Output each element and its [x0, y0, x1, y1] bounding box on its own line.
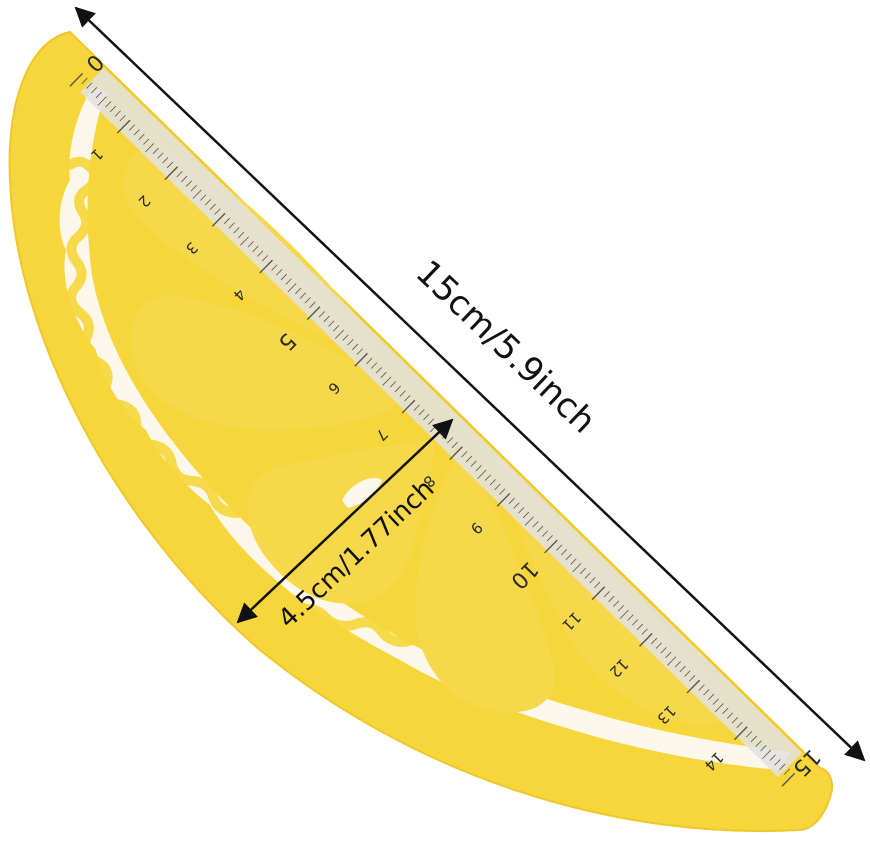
width-dimension-arrow — [236, 418, 454, 624]
ruler-tick — [781, 772, 796, 787]
ruler-tick — [783, 768, 791, 775]
length-dimension-arrow — [74, 6, 866, 762]
ruler-tick — [779, 763, 786, 771]
